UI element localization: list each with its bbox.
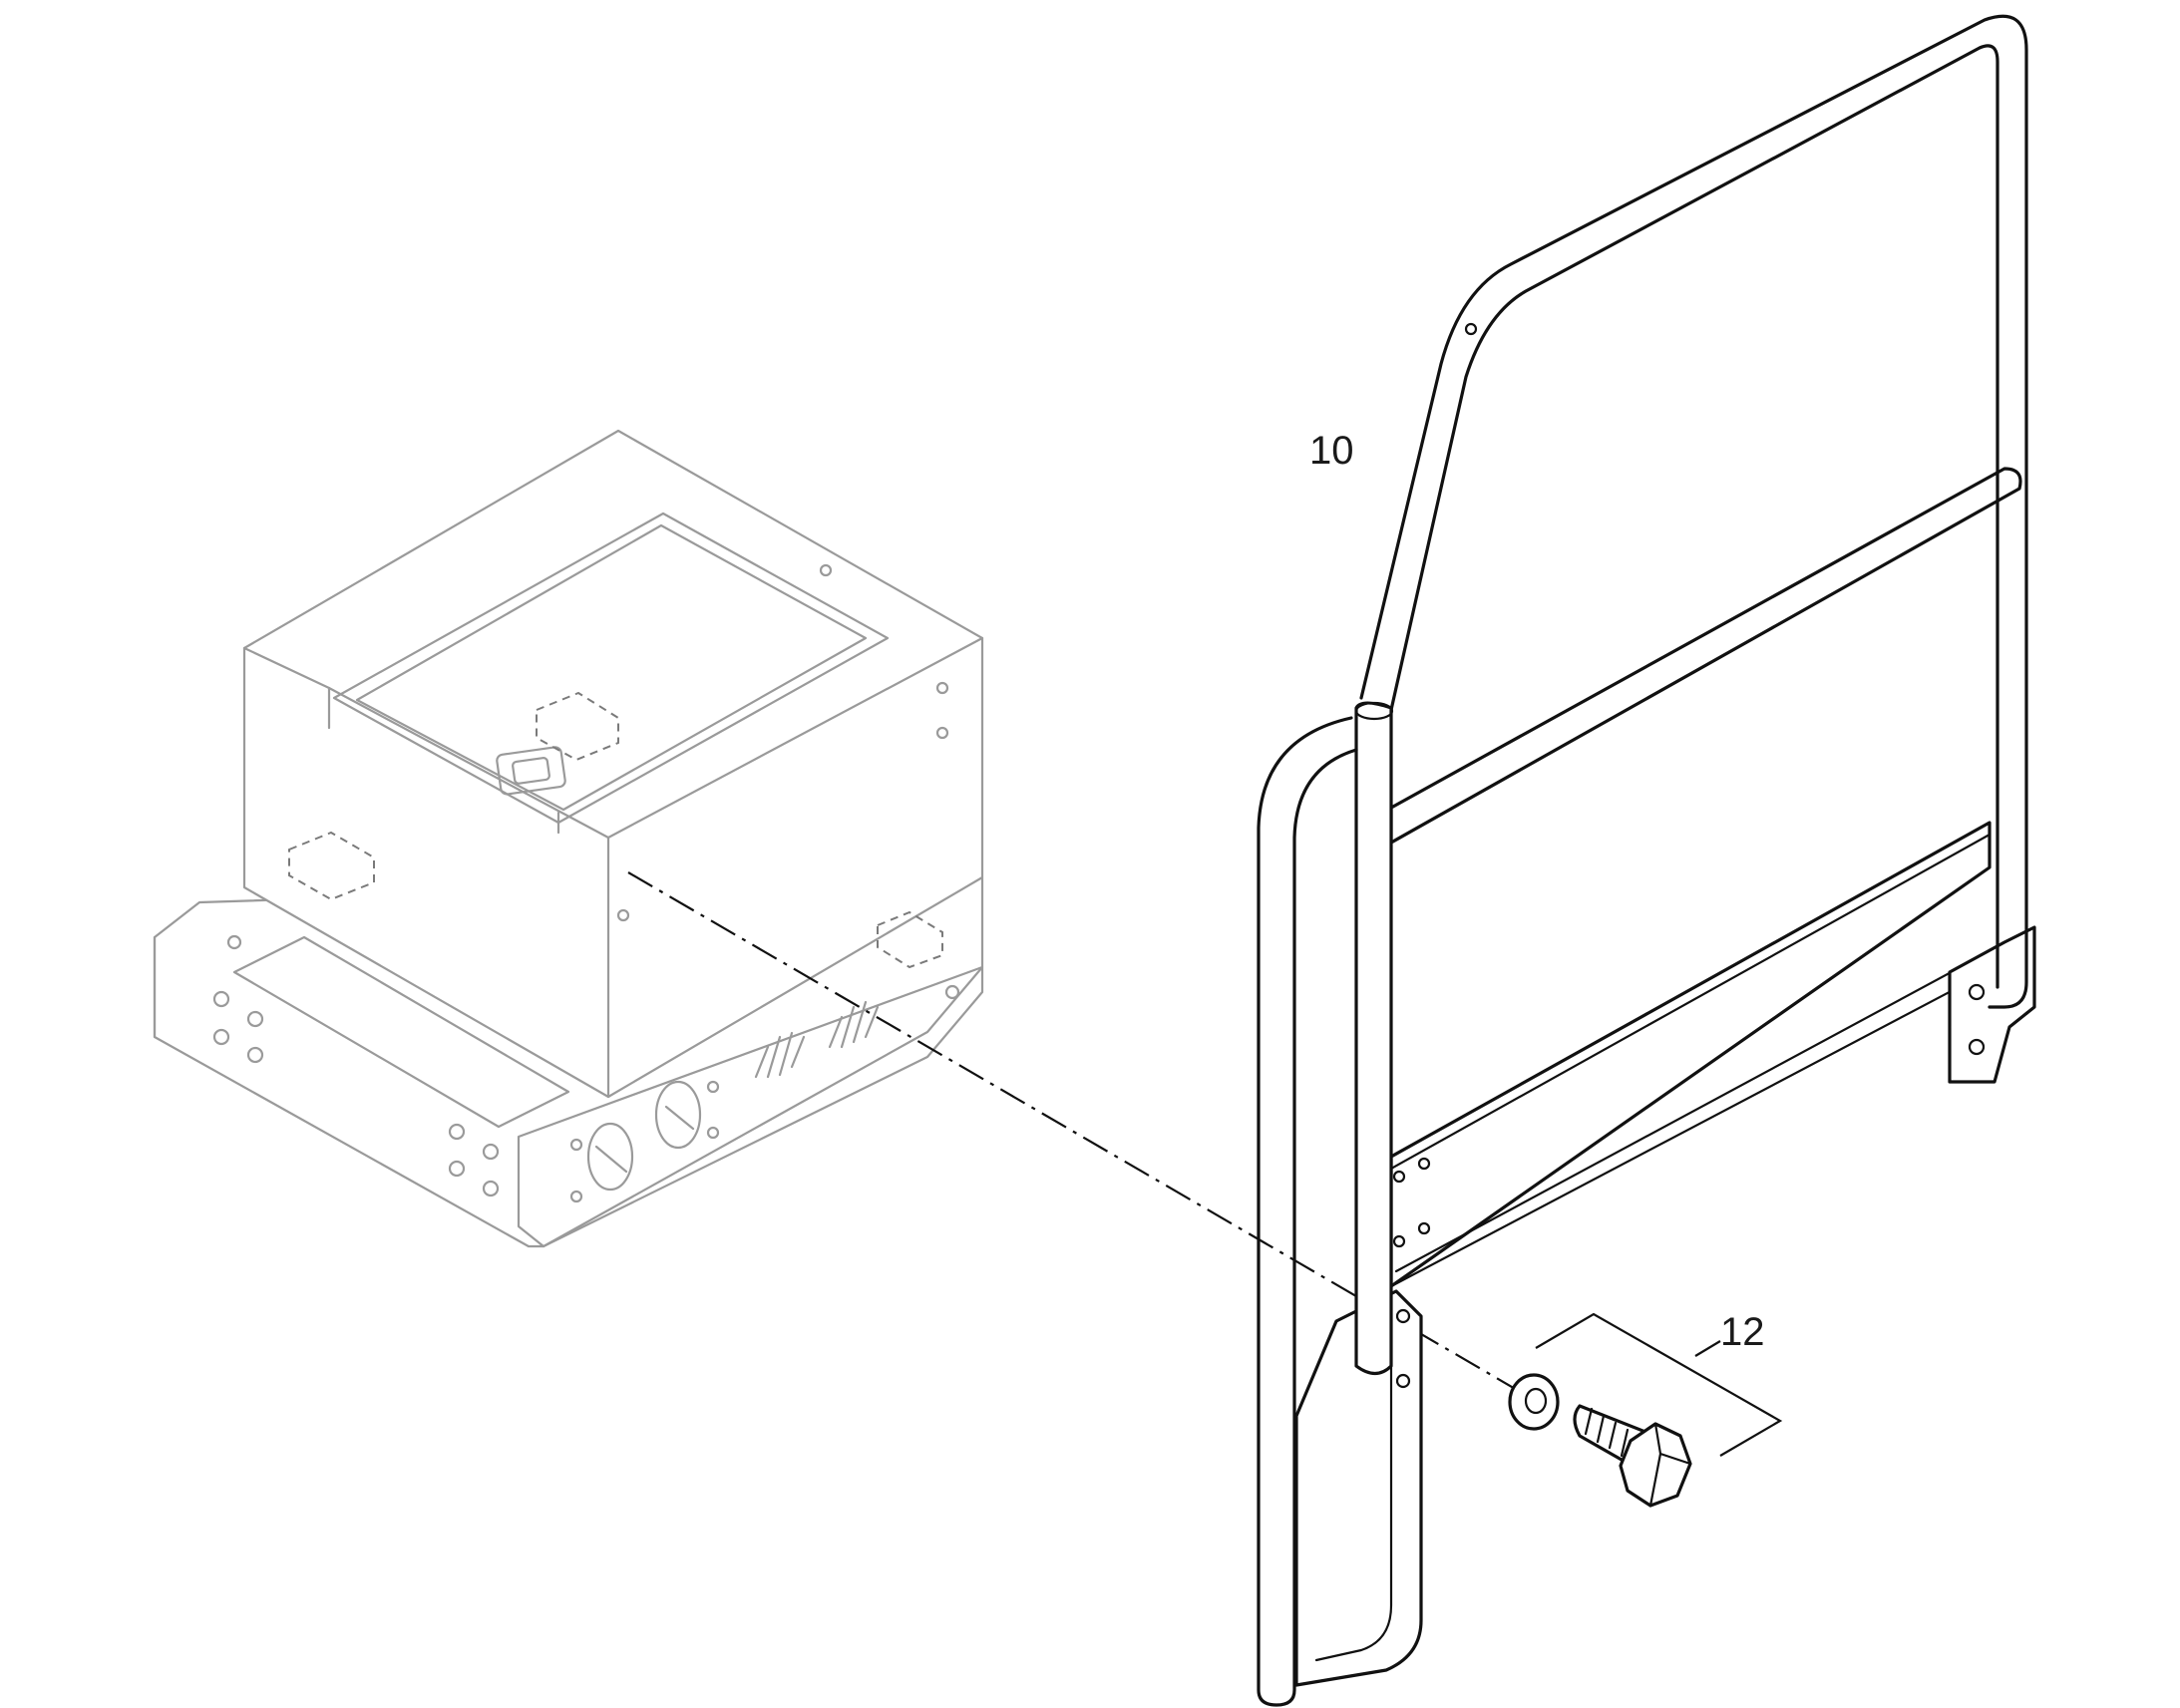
bolt-hex-head [1619,1422,1692,1508]
bolt-and-washer [1508,1373,1692,1508]
housing-top-edge [242,636,984,840]
base-bolt-holes [212,934,960,1197]
machine-housing [242,429,984,1099]
base-nameplate-recess [232,935,570,1129]
handrail-main-tube-inner [1389,44,1999,989]
handrail-right-mount-bracket [1948,925,2036,1084]
alignment-centerline [627,871,1537,1402]
hidden-mounting-blocks [288,691,943,969]
base-front-face [517,965,984,1248]
housing-top-lid [332,512,890,825]
lid-latch [496,746,566,796]
handrail-left-post [1354,701,1393,1376]
callout-label-10: 10 [1309,429,1354,473]
machine-body [153,429,984,1248]
base-vent-slots [754,1000,880,1079]
leader-12 [1535,1312,1783,1457]
callout-label-12: 12 [1720,1310,1765,1354]
handrail-kick-plate [1389,821,1992,1288]
washer [1508,1373,1560,1431]
callout-leaders [1535,1312,1783,1457]
handrail-main-tube-outer [1359,14,2028,1009]
handrail-lower-mount-plate [1294,1289,1423,1687]
handrail-mid-rail [1389,467,2022,845]
handrail-assembly [1257,14,2036,1707]
base-round-ports [569,1080,720,1203]
